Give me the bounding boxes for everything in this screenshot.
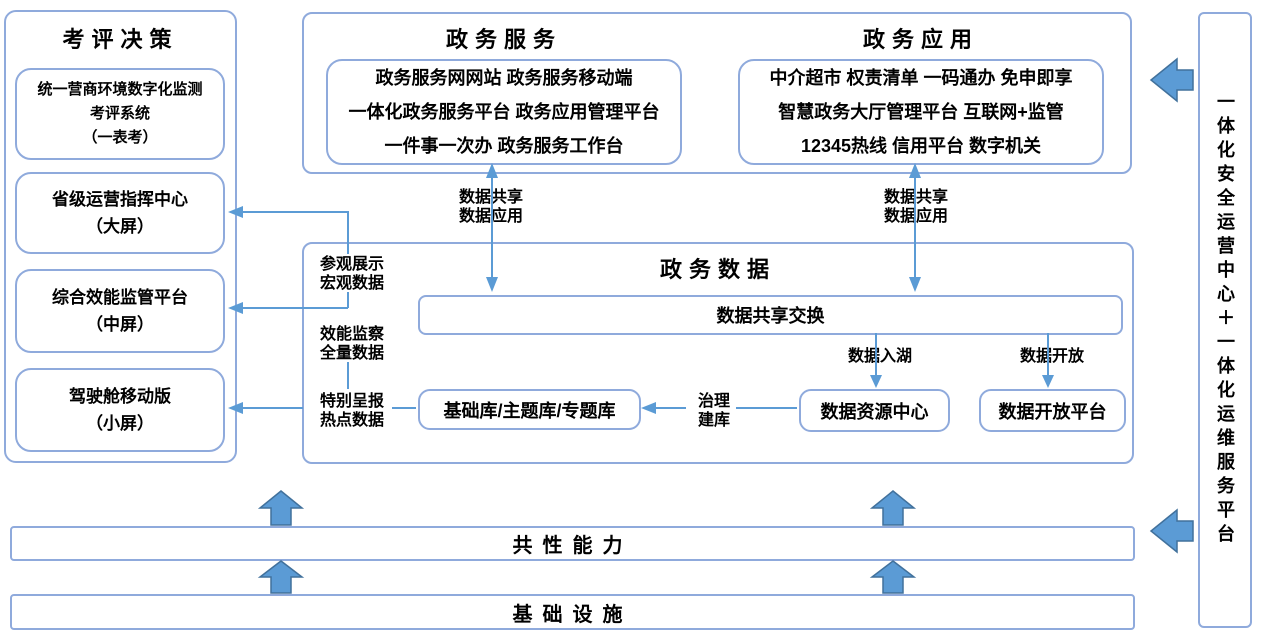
bar-label: 共性能力 (512, 535, 633, 557)
label-line: 全量数据 (319, 345, 384, 362)
application-line: 智慧政务大厅管理平台 互联网+监管 (778, 102, 1064, 122)
exchange-bar-label: 数据共享交换 (716, 306, 825, 326)
box-line: （小屏） (86, 414, 154, 433)
common-capability-bar: 共性能力 (10, 526, 1135, 561)
data-lake-label: 数据入湖 (847, 348, 912, 365)
left-arrow-top-right (1149, 57, 1194, 103)
govern-build-label: 治理 建库 (690, 392, 738, 430)
label-line: 数据共享 (458, 189, 523, 206)
label-line: 数据共享 (883, 189, 948, 206)
gov-application-title: 政务应用 (862, 27, 979, 52)
label-line: 数据应用 (883, 208, 948, 225)
data-resource-center-box: 数据资源中心 (799, 389, 950, 432)
service-line: 一件事一次办 政务服务工作台 (384, 136, 624, 156)
box-line: 统一营商环境数字化监测 (37, 81, 203, 98)
box-label: 数据资源中心 (820, 401, 929, 422)
evaluation-decision-title: 考评决策 (62, 27, 179, 52)
label-line: 宏观数据 (319, 275, 384, 292)
provincial-command-center-box: 省级运营指挥中心 （大屏） (15, 172, 225, 254)
box-label: 基础库/主题库/专题库 (443, 400, 616, 421)
gov-data-title: 政务数据 (659, 257, 776, 282)
data-open-platform-box: 数据开放平台 (979, 389, 1126, 432)
up-arrow-data-capability-left (257, 490, 305, 526)
base-library-box: 基础库/主题库/专题库 (418, 389, 641, 430)
label-line: 数据应用 (458, 208, 523, 225)
display-macro-data-label: 参观展示 宏观数据 (309, 255, 395, 293)
service-application-panel: 政务服务 政务应用 政务服务网网站 政务服务移动端 一体化政务服务平台 政务应用… (302, 12, 1132, 174)
application-line: 12345热线 信用平台 数字机关 (800, 136, 1042, 156)
evaluation-decision-panel: 考评决策 统一营商环境数字化监测 考评系统 （一表考） 省级运营指挥中心 （大屏… (4, 10, 237, 463)
data-share-label-left: 数据共享 数据应用 (452, 188, 530, 226)
special-report-hot-data-label: 特别呈报 热点数据 (309, 392, 395, 430)
box-line: 考评系统 (89, 105, 150, 122)
application-line: 中介超市 权责清单 一码通办 免申即享 (769, 68, 1073, 88)
data-exchange-bar: 数据共享交换 (418, 295, 1123, 335)
service-line: 政务服务网网站 政务服务移动端 (375, 68, 633, 88)
box-line: （一表考） (82, 129, 158, 146)
efficiency-full-data-label: 效能监察 全量数据 (309, 325, 395, 363)
data-share-label-right: 数据共享 数据应用 (877, 188, 955, 226)
box-line: （大屏） (86, 217, 154, 236)
gov-service-title: 政务服务 (445, 27, 562, 52)
gov-data-panel: 政务数据 参观展示 宏观数据 效能监察 全量数据 特别呈报 热点数据 数据共享交… (302, 242, 1134, 464)
infrastructure-bar: 基础设施 (10, 594, 1135, 630)
box-line: 综合效能监管平台 (52, 288, 188, 307)
security-ops-maintenance-panel: 一体化安全运营中心＋一体化运维服务平台 (1198, 12, 1252, 628)
up-arrow-capability-infrastructure-left (257, 560, 305, 594)
gov-service-items-box: 政务服务网网站 政务服务移动端 一体化政务服务平台 政务应用管理平台 一件事一次… (326, 59, 682, 165)
bar-label: 基础设施 (512, 603, 633, 626)
label-line: 特别呈报 (319, 393, 384, 410)
up-arrow-data-capability-right (869, 490, 917, 526)
right-panel-vertical-text: 一体化安全运营中心＋一体化运维服务平台 (1215, 92, 1235, 548)
up-arrow-capability-infrastructure-right (869, 560, 917, 594)
box-label: 数据开放平台 (998, 401, 1107, 422)
label-line: 参观展示 (319, 256, 384, 273)
mobile-cockpit-box: 驾驶舱移动版 （小屏） (15, 368, 225, 452)
label-line: 建库 (697, 412, 730, 429)
service-line: 一体化政务服务平台 政务应用管理平台 (348, 102, 660, 122)
box-line: （中屏） (86, 315, 154, 334)
box-line: 驾驶舱移动版 (69, 387, 171, 406)
left-arrow-bottom-right (1149, 508, 1194, 554)
label-line: 热点数据 (319, 412, 384, 429)
box-line: 省级运营指挥中心 (52, 190, 188, 209)
label-line: 效能监察 (319, 326, 384, 343)
monitoring-system-box: 统一营商环境数字化监测 考评系统 （一表考） (15, 68, 225, 160)
data-open-label: 数据开放 (1019, 348, 1084, 365)
gov-application-items-box: 中介超市 权责清单 一码通办 免申即享 智慧政务大厅管理平台 互联网+监管 12… (738, 59, 1104, 165)
performance-supervision-box: 综合效能监管平台 （中屏） (15, 269, 225, 353)
label-line: 治理 (697, 393, 730, 410)
